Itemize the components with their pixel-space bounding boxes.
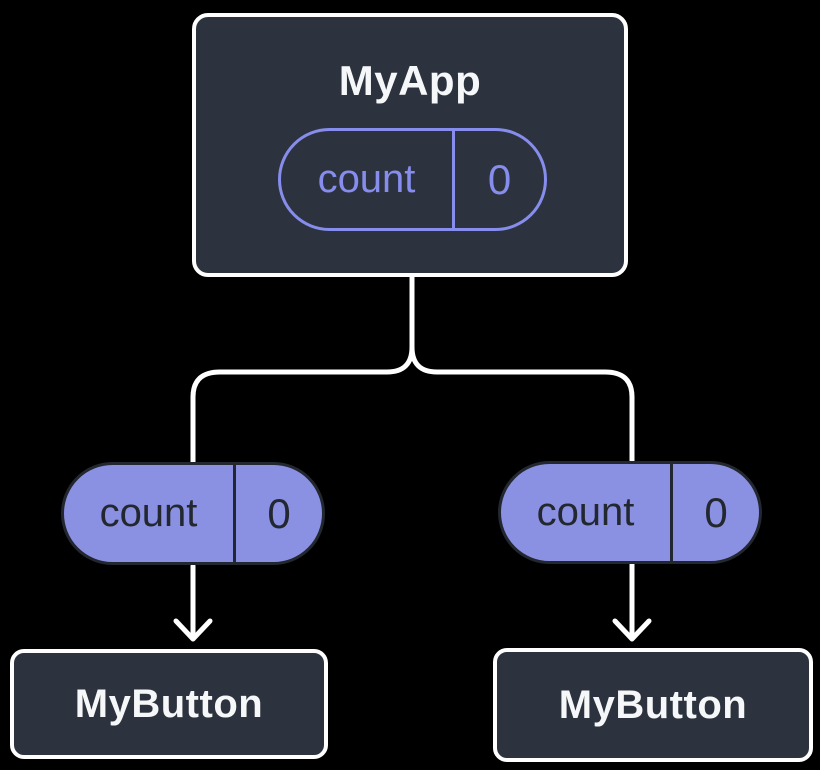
- state-pill-name: count: [281, 131, 455, 228]
- component-box-mybutton-left: MyButton: [10, 649, 328, 759]
- component-box-myapp: MyApp: [192, 13, 628, 277]
- state-pill-myapp: count 0: [278, 128, 547, 231]
- component-title: MyButton: [558, 682, 748, 727]
- state-pill-value: 0: [487, 155, 512, 203]
- prop-pill-left: count 0: [61, 462, 325, 565]
- fork-connector-right: [409, 275, 635, 469]
- prop-pill-name: count: [501, 464, 673, 561]
- prop-pill-name: count: [64, 465, 236, 562]
- component-box-mybutton-right: MyButton: [493, 648, 813, 762]
- component-title: MyButton: [74, 681, 264, 726]
- component-title: MyApp: [338, 57, 482, 104]
- arrow-left-head: [173, 618, 213, 642]
- prop-pill-value: 0: [704, 488, 728, 536]
- prop-pill-value: 0: [267, 489, 291, 537]
- prop-pill-right: count 0: [498, 461, 762, 564]
- fork-connector-left: [190, 275, 415, 469]
- arrow-right-head: [612, 618, 652, 642]
